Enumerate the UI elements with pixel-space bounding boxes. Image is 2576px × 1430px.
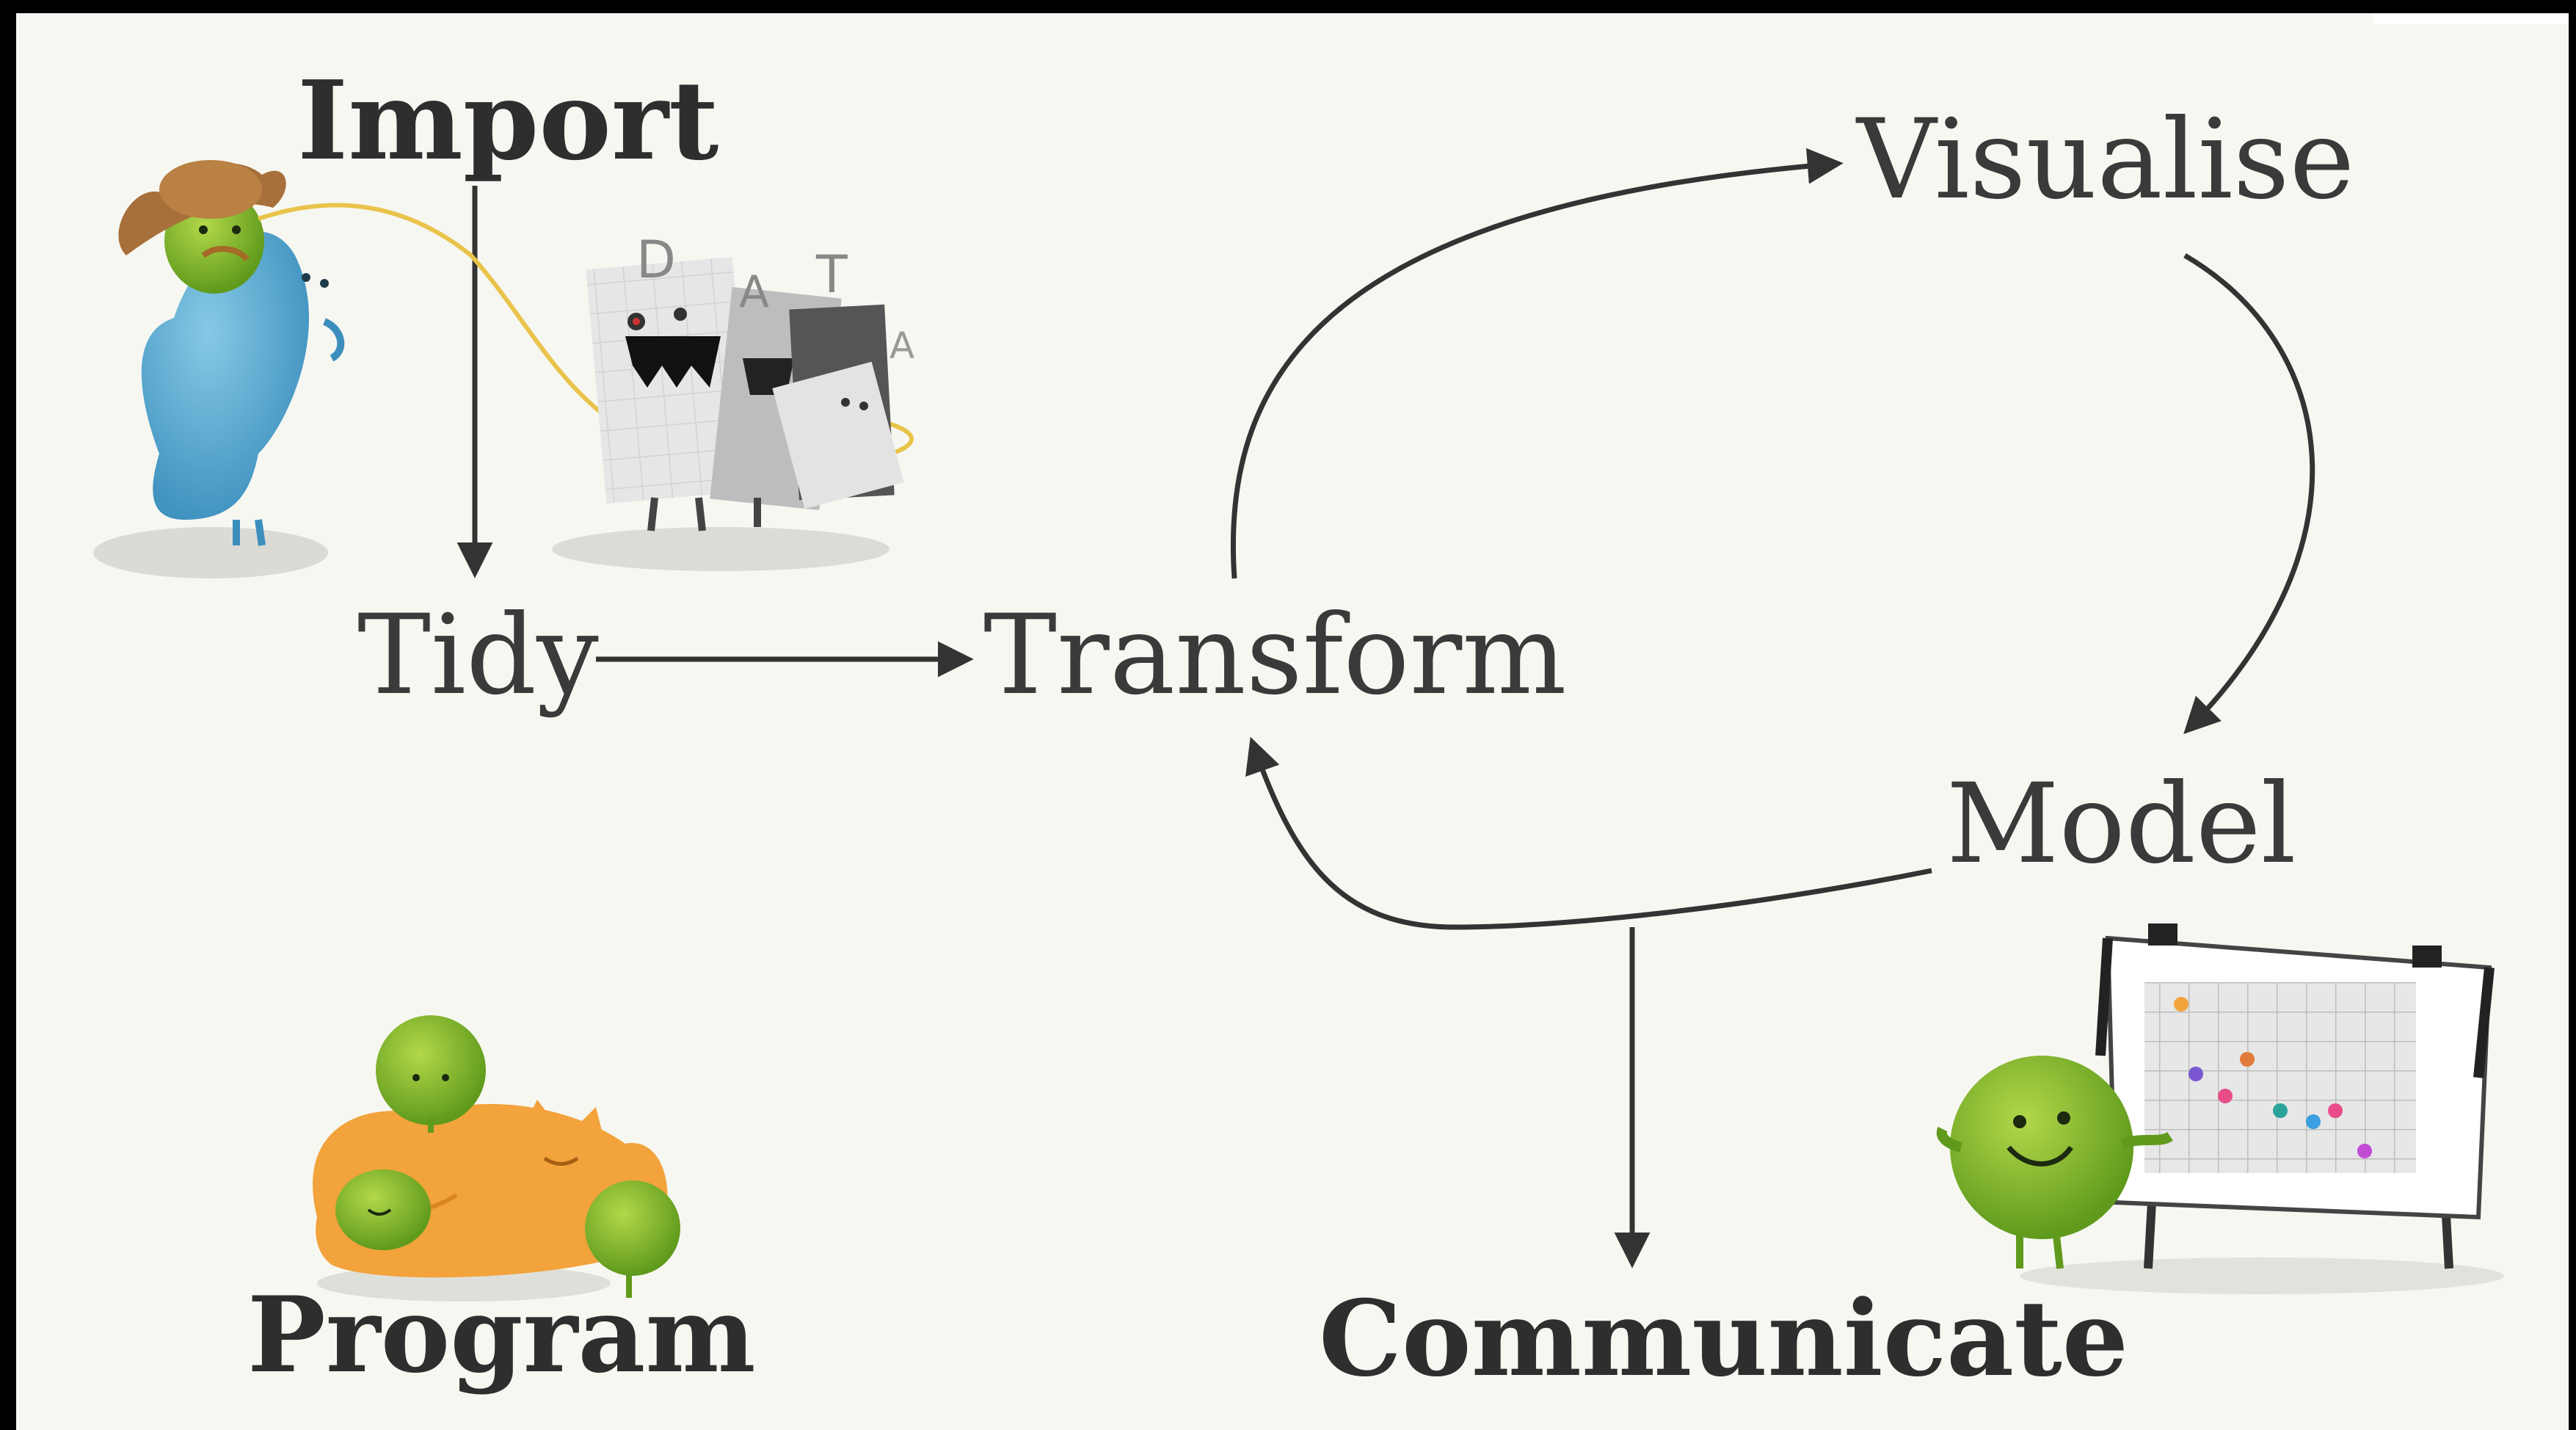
transform-to-visualise-arrow — [1230, 148, 1844, 579]
label-import: Import — [297, 57, 719, 184]
label-tidy: Tidy — [357, 592, 599, 719]
svg-text:T: T — [815, 244, 848, 305]
label-model: Model — [1946, 761, 2296, 888]
label-communicate: Communicate — [1319, 1278, 2129, 1400]
svg-text:A: A — [739, 266, 769, 318]
data-monsters-icon: D A T A — [552, 230, 914, 571]
label-program: Program — [247, 1274, 756, 1396]
label-visualise: Visualise — [1857, 96, 2355, 224]
model-to-transform-arrow — [1245, 736, 1932, 930]
sleeping-cat-monsters-icon — [313, 1015, 680, 1302]
svg-text:D: D — [636, 230, 676, 290]
svg-text:A: A — [889, 324, 914, 367]
visualise-to-model-arrow — [2183, 253, 2315, 735]
chart-presenter-monster-icon — [1936, 923, 2504, 1294]
slide: D A T A — [16, 13, 2569, 1430]
diagram-canvas: D A T A — [93, 148, 2504, 1302]
corner-strip — [2373, 13, 2569, 23]
label-transform: Transform — [983, 592, 1567, 719]
